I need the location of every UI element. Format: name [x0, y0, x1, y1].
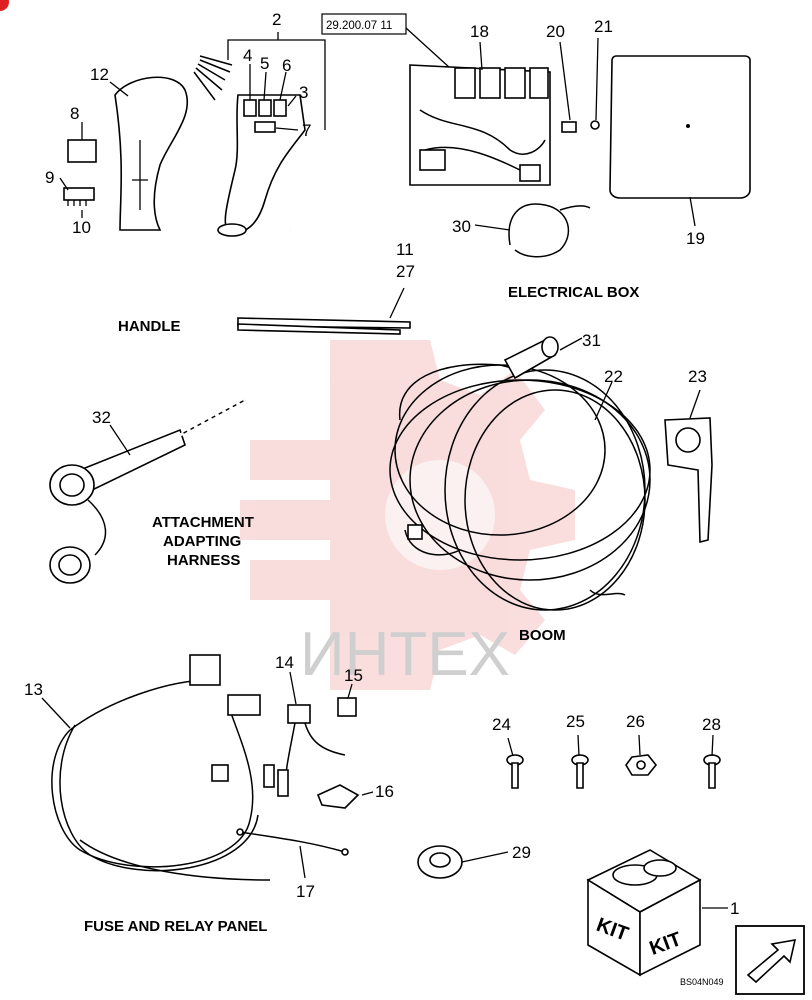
harness-body-32: [78, 428, 186, 494]
callout-20: 20: [546, 22, 565, 41]
attachment-harness-section: [49, 398, 246, 584]
label-attachment-1: ATTACHMENT: [152, 514, 254, 531]
callout-30: 30: [452, 217, 471, 236]
part-8: [67, 139, 97, 163]
callout-25: 25: [566, 712, 585, 731]
callout-29: 29: [512, 843, 531, 862]
watermark-text: ИНТЕХ: [300, 620, 510, 689]
bolt-25: [571, 734, 589, 789]
tie-straps: [237, 287, 411, 335]
relay-connector-13: [189, 654, 221, 686]
handle-switch-4: [243, 99, 257, 117]
callout-28: 28: [702, 715, 721, 734]
fuse-relay-section: [41, 654, 374, 881]
callout-22: 22: [604, 367, 623, 386]
hardware-section: [417, 734, 721, 879]
next-page-arrow-icon[interactable]: [735, 925, 805, 995]
callout-21: 21: [594, 17, 613, 36]
grommet-29: [417, 845, 509, 879]
callout-31: 31: [582, 331, 601, 350]
relay-15: [337, 697, 357, 717]
handle-switch-7: [254, 121, 276, 133]
callout-18: 18: [470, 22, 489, 41]
callout-7: 7: [302, 121, 311, 140]
callout-5: 5: [260, 54, 269, 73]
cable-30: [508, 203, 591, 258]
cover-lid-19: [609, 55, 751, 199]
kit-box-1: KIT KIT: [586, 849, 728, 977]
callout-1: 1: [730, 899, 739, 918]
handle-section: [22, 32, 326, 303]
callout-6: 6: [282, 56, 291, 75]
boom-harness-section: [389, 336, 713, 611]
callout-15: 15: [344, 666, 363, 685]
label-fuse-relay: FUSE AND RELAY PANEL: [84, 918, 267, 935]
corner-badge: [0, 0, 9, 11]
callout-32: 32: [92, 408, 111, 427]
handle-switch-6: [273, 99, 287, 117]
callout-8: 8: [70, 104, 79, 123]
boom-harness-22: [389, 363, 651, 611]
callout-19: 19: [686, 229, 705, 248]
callout-24: 24: [492, 715, 511, 734]
label-attachment-3: HARNESS: [167, 552, 240, 569]
label-electrical-box: ELECTRICAL BOX: [508, 284, 639, 301]
relay-14: [263, 671, 346, 797]
callout-17: 17: [296, 882, 315, 901]
ground-strap-17: [239, 831, 346, 853]
callout-11: 11: [396, 240, 414, 259]
reference-box-frame: [321, 13, 407, 35]
part-9: [63, 187, 95, 201]
connector-31: [503, 336, 583, 380]
label-attachment-2: ADAPTING: [163, 533, 241, 550]
part-21: [590, 120, 600, 130]
cable-wire-ends: [193, 55, 233, 101]
callout-2: 2: [272, 10, 281, 29]
watermark-gear: [240, 340, 575, 690]
label-handle: HANDLE: [118, 318, 181, 335]
callout-4: 4: [243, 46, 252, 65]
label-boom: BOOM: [519, 627, 566, 644]
callout-27: 27: [396, 262, 415, 281]
nut-26: [625, 734, 658, 776]
callout-13: 13: [24, 680, 43, 699]
callout-10: 10: [72, 218, 91, 237]
callout-9: 9: [45, 168, 54, 187]
bolt-28: [703, 734, 721, 789]
part-16: [316, 784, 360, 809]
part-20: [561, 121, 577, 133]
bracket-23: [664, 417, 713, 544]
electrical-box-section: [321, 13, 751, 258]
callout-16: 16: [375, 782, 394, 801]
callout-3: 3: [299, 83, 308, 102]
handle-grip-12: [114, 76, 188, 231]
reference-box-text: 29.200.07 11: [326, 20, 392, 32]
bolt-24: [506, 737, 524, 789]
callout-14: 14: [275, 653, 294, 672]
callout-26: 26: [626, 712, 645, 731]
handle-switch-5: [258, 99, 272, 117]
callout-23: 23: [688, 367, 707, 386]
callout-12: 12: [90, 65, 109, 84]
figure-code: BS04N049: [680, 977, 724, 987]
